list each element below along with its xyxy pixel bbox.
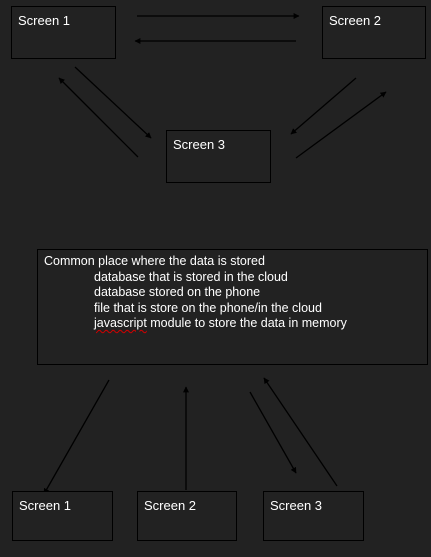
data-store-text: Common place where the data is stored da… — [44, 254, 347, 332]
data-store-item-suffix: module to store the data in memory — [146, 316, 347, 330]
data-store-item-suffix: database stored on the phone — [94, 285, 261, 299]
data-store-item-suffix: database that is stored in the cloud — [94, 269, 288, 284]
bottom-screen-2-label: Screen 2 — [144, 498, 197, 513]
data-store-title: Common place where the data is stored — [44, 254, 265, 268]
screen-3-label: Screen 3 — [173, 137, 226, 152]
data-store-item: database stored on the phone — [44, 285, 347, 301]
arrow-screen1-to-screen3 — [74, 66, 152, 139]
screen-1-label: Screen 1 — [18, 13, 71, 28]
data-store-item: database that is stored in the cloud — [44, 270, 347, 286]
arrow-bottom-screen3-to-store — [263, 377, 338, 487]
bottom-screen-2-box: Screen 2 — [137, 491, 237, 541]
arrow-screen3-to-screen2 — [295, 91, 387, 159]
data-store-item: javascript module to store the data in m… — [44, 316, 347, 332]
bottom-screen-3-box: Screen 3 — [263, 491, 364, 541]
arrow-store-to-bottom-screen3 — [249, 391, 297, 474]
screen-1-box: Screen 1 — [11, 6, 116, 59]
arrow-screen3-to-screen1 — [58, 77, 139, 158]
screen-2-label: Screen 2 — [329, 13, 382, 28]
arrow-screen2-to-screen3 — [290, 77, 357, 135]
arrow-store-to-bottom-screen1 — [43, 379, 110, 495]
data-store-box: Common place where the data is stored da… — [37, 249, 428, 365]
bottom-screen-1-label: Screen 1 — [19, 498, 72, 513]
data-store-item: file that is store on the phone/in the c… — [44, 301, 347, 317]
bottom-screen-3-label: Screen 3 — [270, 498, 323, 513]
bottom-screen-1-box: Screen 1 — [12, 491, 113, 541]
screen-2-box: Screen 2 — [322, 6, 426, 59]
data-store-item-suffix: file that is store on the phone/in the c… — [94, 300, 322, 315]
screen-3-box: Screen 3 — [166, 130, 271, 183]
data-store-item-flagged-word: javascript — [94, 316, 147, 330]
